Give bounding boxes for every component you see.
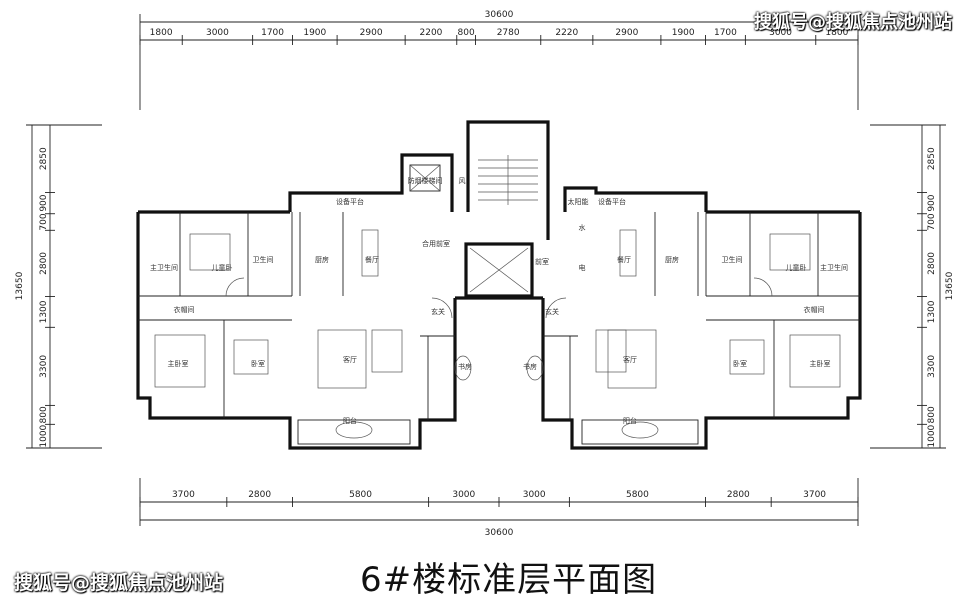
room-label-equip-right: 设备平台 xyxy=(598,197,626,206)
right-total-dimension: 13650 xyxy=(945,271,955,300)
dimension-label: 700 xyxy=(39,213,49,230)
room-label-study-left: 书房 xyxy=(458,362,472,371)
bottom-total-dimension: 30600 xyxy=(485,528,514,538)
room-label-kitchen-left: 厨房 xyxy=(315,255,329,264)
room-label-wardrobe-right: 衣帽间 xyxy=(804,305,825,314)
dimension-label: 2800 xyxy=(927,252,937,275)
room-label-kitchen-right: 厨房 xyxy=(665,255,679,264)
dimension-label: 3000 xyxy=(452,490,475,500)
room-label-stair-lobby: 防烟楼梯间 xyxy=(408,176,443,185)
room-label-bath-left: 卫生间 xyxy=(253,255,274,264)
room-label-balcony-right: 阳台 xyxy=(623,416,637,425)
room-label-dining-left: 餐厅 xyxy=(365,255,379,264)
dimension-label: 2900 xyxy=(360,28,383,38)
dimension-label: 1900 xyxy=(303,28,326,38)
room-label-wind: 风 xyxy=(459,177,466,185)
room-label-foyer-right: 玄关 xyxy=(545,307,559,316)
dimension-label: 3700 xyxy=(803,490,826,500)
room-label-dining-right: 餐厅 xyxy=(617,255,631,264)
dimension-label: 700 xyxy=(927,213,937,230)
watermark-top: 搜狐号@搜狐焦点池州站 xyxy=(754,12,952,33)
top-total-dimension: 30600 xyxy=(485,10,514,20)
dimension-label: 2220 xyxy=(555,28,578,38)
room-label-master-left: 主卧室 xyxy=(168,359,189,368)
dimension-label: 2800 xyxy=(39,252,49,275)
dimension-label: 2780 xyxy=(497,28,520,38)
building-walls xyxy=(136,120,862,450)
dimension-label: 1300 xyxy=(39,300,49,323)
dimension-label: 2800 xyxy=(727,490,750,500)
room-label-elec: 电 xyxy=(579,263,586,272)
room-label-wardrobe-left: 衣帽间 xyxy=(174,305,195,314)
dimension-label: 5800 xyxy=(349,490,372,500)
room-label-study-right: 书房 xyxy=(523,362,537,371)
dimension-label: 2800 xyxy=(248,490,271,500)
dimension-label: 3000 xyxy=(769,28,792,38)
dimension-label: 800 xyxy=(458,28,475,38)
room-label-balcony-left: 阳台 xyxy=(343,416,357,425)
room-label-bedroom-right: 卧室 xyxy=(733,359,747,368)
room-label-living-left: 客厅 xyxy=(343,355,357,364)
room-label-master-bath-left: 主卫生间 xyxy=(150,263,178,272)
room-label-bath-right: 卫生间 xyxy=(722,255,743,264)
dimension-label: 3000 xyxy=(523,490,546,500)
room-label-water: 水 xyxy=(579,223,586,232)
dimension-label: 1000 xyxy=(927,424,937,447)
dimension-label: 5800 xyxy=(626,490,649,500)
room-label-master-bath-right: 主卫生间 xyxy=(820,263,848,272)
dimension-label: 1300 xyxy=(927,300,937,323)
dimension-label: 2850 xyxy=(927,147,937,170)
dimension-label: 1800 xyxy=(150,28,173,38)
dimension-label: 1800 xyxy=(825,28,848,38)
room-label-lobby: 合用前室 xyxy=(422,239,450,248)
room-labels: 设备平台 设备平台 太阳能 防烟楼梯间 风 合用前室 前室 水 电 厨房 厨房 … xyxy=(150,176,848,425)
room-label-foyer-left: 玄关 xyxy=(431,307,445,316)
dimension-label: 2850 xyxy=(39,147,49,170)
watermark-bottom: 搜狐号@搜狐焦点池州站 xyxy=(14,572,224,594)
room-label-bedroom-left: 卧室 xyxy=(251,359,265,368)
room-label-master-right: 主卧室 xyxy=(810,359,831,368)
room-label-living-right: 客厅 xyxy=(623,355,637,364)
top-dimensions: 1800 3000 1700 1900 2900 2200 800 2780 2220 2900 1… xyxy=(139,28,859,45)
left-total-dimension: 13650 xyxy=(15,271,25,300)
dimension-label: 800 xyxy=(39,406,49,423)
room-label-child-left: 儿童卧 xyxy=(212,263,233,272)
dimension-label: 800 xyxy=(927,406,937,423)
dimension-label: 2200 xyxy=(420,28,443,38)
dimension-label: 1000 xyxy=(39,424,49,447)
dimension-label: 3300 xyxy=(39,355,49,378)
dimension-label: 1700 xyxy=(714,28,737,38)
room-label-front: 前室 xyxy=(535,257,549,266)
dimension-label: 900 xyxy=(39,194,49,211)
room-label-child-right: 儿童卧 xyxy=(786,263,807,272)
dimension-label: 1900 xyxy=(672,28,695,38)
room-label-equip-left: 设备平台 xyxy=(336,197,364,206)
dimension-label: 3700 xyxy=(172,490,195,500)
dimension-label: 3000 xyxy=(206,28,229,38)
dimension-label: 2900 xyxy=(615,28,638,38)
dimension-label: 1700 xyxy=(261,28,284,38)
dimension-label: 900 xyxy=(927,194,937,211)
bottom-dimensions: 3700 2800 5800 3000 3000 5800 2800 3700 xyxy=(139,490,859,507)
dimension-label: 3300 xyxy=(927,355,937,378)
room-label-sun: 太阳能 xyxy=(568,197,589,206)
plan-title: 6#楼标准层平面图 xyxy=(360,560,658,600)
